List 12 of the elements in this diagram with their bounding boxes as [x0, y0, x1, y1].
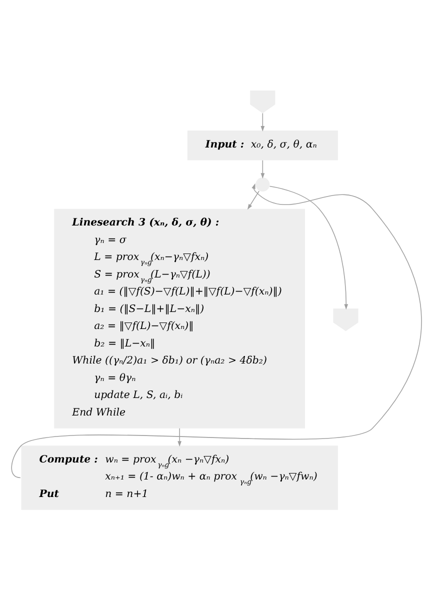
arrow — [269, 186, 348, 310]
arrow — [247, 190, 260, 210]
node-box: Linesearch 3 (xₙ, δ, σ, θ) : γₙ = σ L = prox$_{γₙg}$(xₙ−γₙ▽fxₙ) S = prox$_{γₙg}$(L−γₙ▽f(L)) a₁ = (‖▽f(S)−▽f(L)‖+‖▽f(L)−▽f(xₙ)‖) b₁ = (‖S−L‖+‖L−xₙ‖) a₂ = ‖▽f(L)−▽f(xₙ)‖ b₂ = ‖L−xₙ‖ While ((γₙ/2)a₁ > δb₁) or (γₙa₂ > 4δb₂) γₙ = θγₙ update L, S, aᵢ, bᵢ End While — [54, 208, 305, 428]
arrow — [178, 428, 182, 447]
arrow — [11, 183, 422, 478]
node-box: Input : x₀, δ, σ, θ, αₙ — [187, 130, 338, 160]
arrow — [260, 112, 265, 132]
node-pentagon — [333, 308, 358, 332]
node-box: Compute : wₙ = prox$_{γₙg}$(xₙ −γₙ▽fxₙ) xₙ₊₁ = (1- αₙ)wₙ + αₙ prox$_{γₙg}$(wₙ −γₙ▽fwₙ) Put n = n+1 — [21, 446, 338, 510]
arrow — [260, 160, 265, 179]
node-pentagon — [250, 90, 276, 114]
node-circle — [256, 178, 270, 192]
